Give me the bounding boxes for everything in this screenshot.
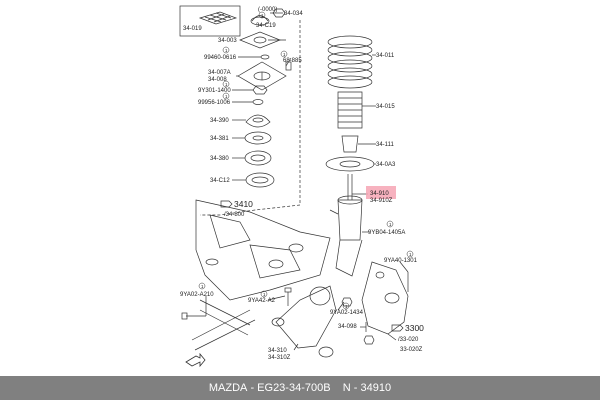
lower-control-arm-drawing bbox=[271, 285, 337, 358]
label-34310: 34-310 bbox=[268, 348, 287, 354]
label-34007a: 34-007A bbox=[208, 70, 231, 76]
label-3300: 3300 bbox=[405, 323, 424, 333]
label-9ya40: 9YA40-1301 bbox=[384, 258, 418, 264]
bolt-9ya02-drawing bbox=[181, 312, 206, 320]
label-33020z: 33-020Z bbox=[400, 347, 423, 353]
callout-box-34019 bbox=[179, 5, 241, 37]
label-34381: 34-381 bbox=[210, 136, 229, 142]
qty-circle bbox=[222, 80, 230, 88]
label-99460: 99460-0616 bbox=[204, 55, 237, 61]
label-34c19: 34-C19 bbox=[256, 23, 276, 29]
footer-gap bbox=[331, 382, 343, 394]
coil-spring-drawing bbox=[327, 35, 373, 89]
qty-circle bbox=[260, 290, 268, 298]
qty-circle bbox=[342, 302, 350, 310]
label-9ya02: 9YA02-A210 bbox=[180, 292, 214, 298]
label-34019-list: (-0000) bbox=[258, 7, 277, 13]
label-34012: 34-C12 bbox=[210, 178, 230, 184]
qty-circle bbox=[198, 282, 206, 290]
label-9ya02b: 9YA02-1434 bbox=[330, 310, 364, 316]
label-34390: 34-390 bbox=[210, 118, 229, 124]
gasket-34019-drawing bbox=[198, 11, 238, 25]
ref-arrow-3300-icon bbox=[391, 324, 404, 332]
bearing-34390-drawing bbox=[245, 114, 271, 128]
label-34098: 34-098 bbox=[338, 324, 357, 330]
nut-9ya02-1434-drawing bbox=[341, 297, 353, 307]
label-34800: /34-800 bbox=[224, 212, 245, 218]
label-34034: 34-034 bbox=[284, 11, 303, 17]
label-34011: 34-011 bbox=[376, 53, 395, 59]
washer-99956-drawing bbox=[252, 99, 264, 105]
qty-number: 1 bbox=[201, 284, 204, 289]
seat-34012-drawing bbox=[245, 172, 275, 188]
nut-99460-drawing bbox=[260, 54, 270, 60]
footer-separator: - bbox=[247, 382, 258, 394]
qty-circle bbox=[222, 46, 230, 54]
label-3410: 3410 bbox=[234, 199, 253, 209]
bump-stop-drawing bbox=[341, 135, 359, 153]
strut-assembly-drawing bbox=[329, 174, 363, 277]
qty-number: 1 bbox=[345, 304, 348, 309]
label-34015: 34-015 bbox=[376, 104, 395, 110]
label-33020: /33-020 bbox=[398, 337, 419, 343]
bumper-34380-drawing bbox=[244, 150, 272, 166]
part-info-footer: MAZDA - EG23-34-700B N - 34910 bbox=[0, 376, 600, 400]
label-34111: 34-111 bbox=[376, 142, 394, 148]
dust-boot-drawing bbox=[337, 91, 363, 129]
qty-circle bbox=[280, 50, 288, 58]
footer-ref: N - 34910 bbox=[342, 382, 392, 394]
plate-34381-drawing bbox=[244, 131, 272, 145]
label-9yb04: 9YB04-1405A bbox=[368, 230, 405, 236]
label-34310z: 34-310Z bbox=[268, 355, 291, 361]
nut-9y301-drawing bbox=[252, 85, 268, 95]
footer-brand: MAZDA bbox=[208, 382, 248, 394]
exploded-parts-diagram: (-0000) 34-019 34-C19 34-034 34-003 9946… bbox=[179, 5, 424, 368]
qty-number: 1 bbox=[225, 94, 228, 99]
bolt-9ya42-drawing bbox=[284, 287, 292, 306]
label-34910z: 34-910Z bbox=[370, 198, 393, 204]
nut-bottom-drawing bbox=[363, 335, 375, 345]
label-340a3: 34-0A3 bbox=[376, 162, 396, 168]
qty-number: 1 bbox=[225, 48, 228, 53]
label-34008: 34-008 bbox=[208, 77, 227, 83]
qty-number: 1 bbox=[263, 292, 266, 297]
qty-circle bbox=[386, 220, 394, 228]
label-9ya42: 9YA42-A2 bbox=[248, 298, 276, 304]
qty-number: 1 bbox=[225, 82, 228, 87]
footer-part-number: EG23-34-700B bbox=[257, 382, 331, 394]
qty-number: 1 bbox=[409, 252, 412, 257]
label-34019: 34-019 bbox=[183, 26, 202, 32]
front-direction-arrow-icon bbox=[185, 352, 206, 368]
dust-cap-drawing bbox=[250, 15, 270, 26]
label-34910: 34-910 bbox=[370, 191, 389, 197]
qty-circle bbox=[258, 11, 266, 19]
qty-number: 1 bbox=[283, 52, 286, 57]
steering-knuckle-drawing bbox=[361, 261, 409, 335]
upper-mount-34007a-drawing bbox=[237, 61, 287, 91]
qty-number: 1 bbox=[261, 13, 264, 18]
qty-circle bbox=[406, 250, 414, 258]
highlight-box bbox=[366, 186, 396, 199]
label-34380: 34-380 bbox=[210, 156, 229, 162]
label-34003: 34-003 bbox=[218, 38, 237, 44]
ref-arrow-3410-icon bbox=[220, 200, 233, 208]
label-9y301: 9Y301-1400 bbox=[198, 88, 231, 94]
label-99956: 99956-1006 bbox=[198, 100, 231, 106]
spring-seat-drawing bbox=[325, 156, 375, 172]
qty-circle bbox=[222, 92, 230, 100]
subframe-drawing bbox=[191, 199, 331, 351]
qty-number: 1 bbox=[389, 222, 392, 227]
label-68885: 68-885 bbox=[283, 58, 302, 64]
